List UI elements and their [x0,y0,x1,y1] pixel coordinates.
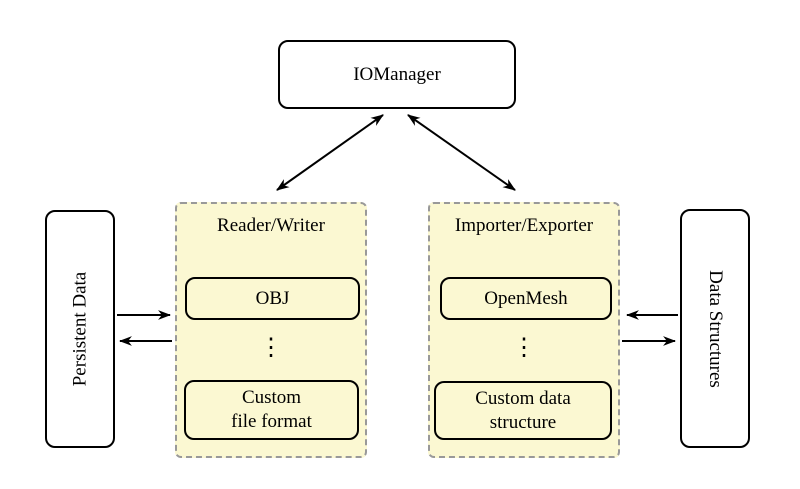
ellipsis-importer-exporter: ⋮ [512,335,536,361]
item-obj: OBJ [185,277,360,320]
node-iomanager: IOManager [278,40,516,109]
group-importer-exporter-title: Importer/Exporter [454,215,594,236]
item-openmesh-label: OpenMesh [484,287,568,309]
node-data-structures: Data Structures [680,209,750,448]
item-custom-data-structure: Custom data structure [434,381,612,440]
node-persistent-data: Persistent Data [45,210,115,448]
item-custom-data-structure-line2: structure [489,411,557,433]
item-custom-file-format: Custom file format [184,380,359,440]
node-iomanager-label: IOManager [353,63,441,85]
item-obj-label: OBJ [255,287,290,309]
item-custom-data-structure-line1: Custom data [475,387,571,409]
ellipsis-reader-writer: ⋮ [259,335,283,361]
group-reader-writer-title: Reader/Writer [217,215,325,236]
item-custom-file-format-line2: file format [231,411,312,432]
node-persistent-data-label: Persistent Data [69,271,91,387]
node-data-structures-label: Data Structures [705,269,726,388]
arrow-iomanager-readerwriter [276,114,384,191]
item-custom-file-format-line1: Custom [241,387,302,408]
group-importer-exporter: Importer/Exporter OpenMesh ⋮ Custom data… [428,202,620,458]
item-openmesh: OpenMesh [440,277,612,320]
arrow-iomanager-importerexporter [407,114,516,191]
group-reader-writer: Reader/Writer OBJ ⋮ Custom file format [175,202,367,458]
